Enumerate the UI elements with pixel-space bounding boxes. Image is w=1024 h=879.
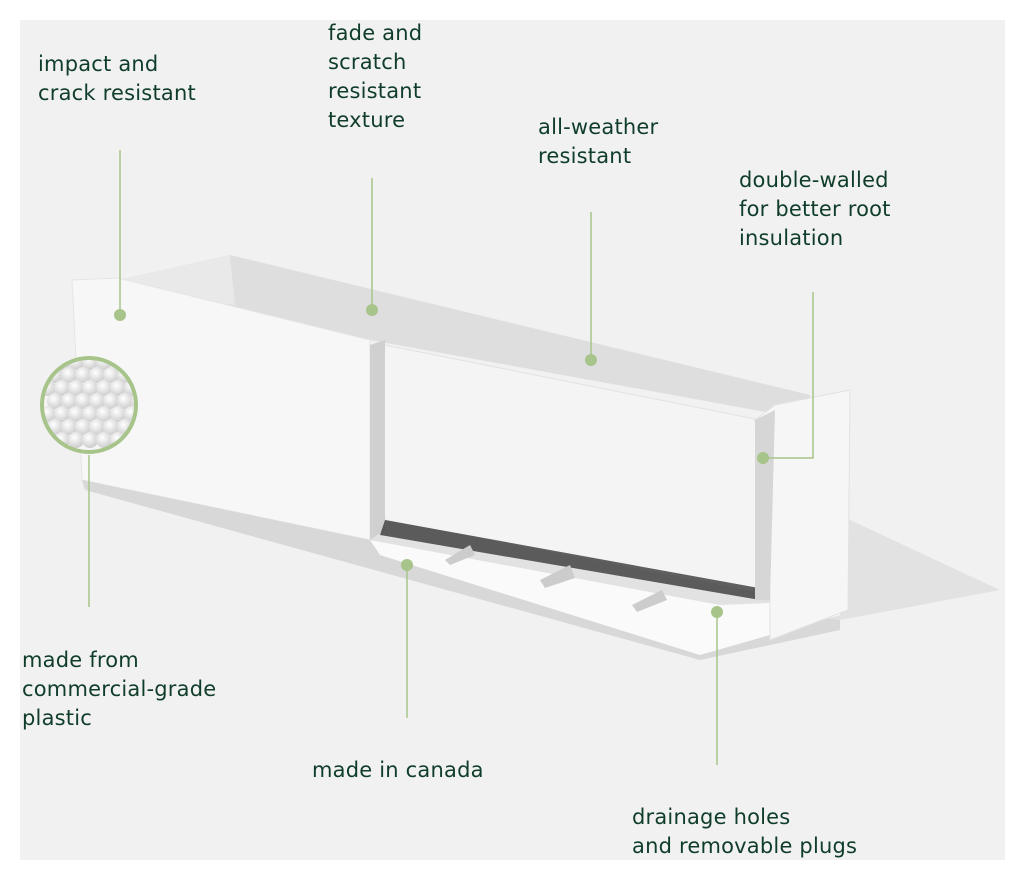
bead [96, 380, 112, 396]
planter-back-wall [118, 255, 810, 420]
bead [103, 367, 119, 383]
bead [61, 367, 77, 383]
bead [82, 432, 98, 448]
bead [68, 432, 84, 448]
callout-double-walled: double-walled for better root insulation [739, 168, 891, 250]
bead [82, 380, 98, 396]
bead [103, 393, 119, 409]
bead [96, 406, 112, 422]
bead [68, 406, 84, 422]
bead [54, 406, 70, 422]
bead [54, 380, 70, 396]
callout-made-in-canada: made in canada [312, 758, 484, 782]
bead [82, 406, 98, 422]
bead [89, 393, 105, 409]
bead [110, 380, 126, 396]
bead [43, 359, 56, 370]
bead [103, 419, 119, 435]
bead [61, 419, 77, 435]
bead [75, 367, 91, 383]
bead [47, 393, 63, 409]
bead [117, 393, 133, 409]
bead [68, 380, 84, 396]
bead [61, 393, 77, 409]
bead [110, 406, 126, 422]
callout-commercial-plastic: made from commercial-grade plastic [22, 648, 217, 730]
bead [89, 367, 105, 383]
bead [82, 359, 98, 370]
callout-fade-scratch: fade and scratch resistant texture [328, 21, 423, 132]
bead [75, 393, 91, 409]
bead [89, 419, 105, 435]
callout-drainage: drainage holes and removable plugs [632, 805, 858, 858]
leader-lines [88, 150, 814, 765]
bead [96, 432, 112, 448]
callout-impact-resistant: impact and crack resistant [38, 52, 196, 105]
bead [75, 419, 91, 435]
callout-all-weather: all-weather resistant [538, 115, 659, 168]
bead [124, 406, 135, 422]
bead [68, 359, 84, 370]
